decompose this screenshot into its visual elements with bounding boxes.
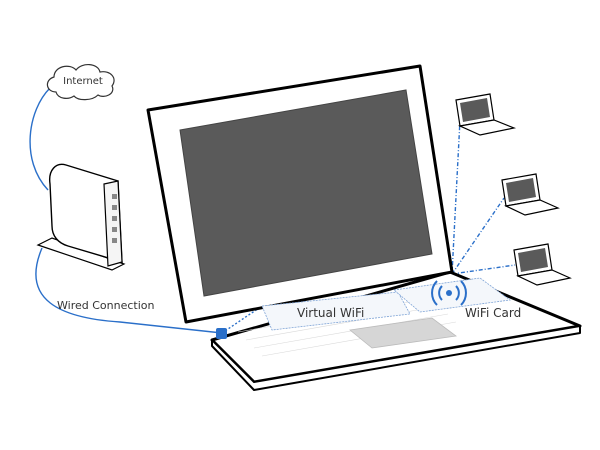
laptop-icon (513, 243, 572, 286)
laptop-icon (146, 64, 582, 391)
ethernet-port-icon (216, 328, 227, 339)
router-led (112, 194, 117, 199)
internet-to-router-line (29, 87, 51, 191)
wired-connection-line (35, 247, 223, 334)
wifi-link-laptop-2 (451, 197, 505, 275)
router-icon (36, 163, 126, 271)
wifi-card-label: WiFi Card (465, 306, 521, 320)
trackpad (349, 317, 458, 349)
virtual-wifi-label: Virtual WiFi (297, 306, 364, 320)
laptop-icon (455, 93, 517, 136)
virtual-wifi-panel (261, 291, 411, 331)
laptop-base-edge (211, 325, 581, 391)
wifi-signal-icon (431, 280, 467, 306)
router-led (112, 227, 117, 232)
cloud-icon (46, 64, 115, 101)
laptop-screen (179, 89, 433, 297)
router-led (112, 216, 117, 221)
wifi-link-laptop-3 (451, 264, 516, 275)
wired-connection-label: Wired Connection (57, 299, 154, 312)
router-led (112, 205, 117, 210)
wifi-link-laptop-1 (451, 119, 461, 275)
wifi-card-panel (393, 277, 512, 313)
laptop-icon (501, 173, 560, 216)
router-led (112, 238, 117, 243)
internet-label: Internet (63, 76, 103, 87)
